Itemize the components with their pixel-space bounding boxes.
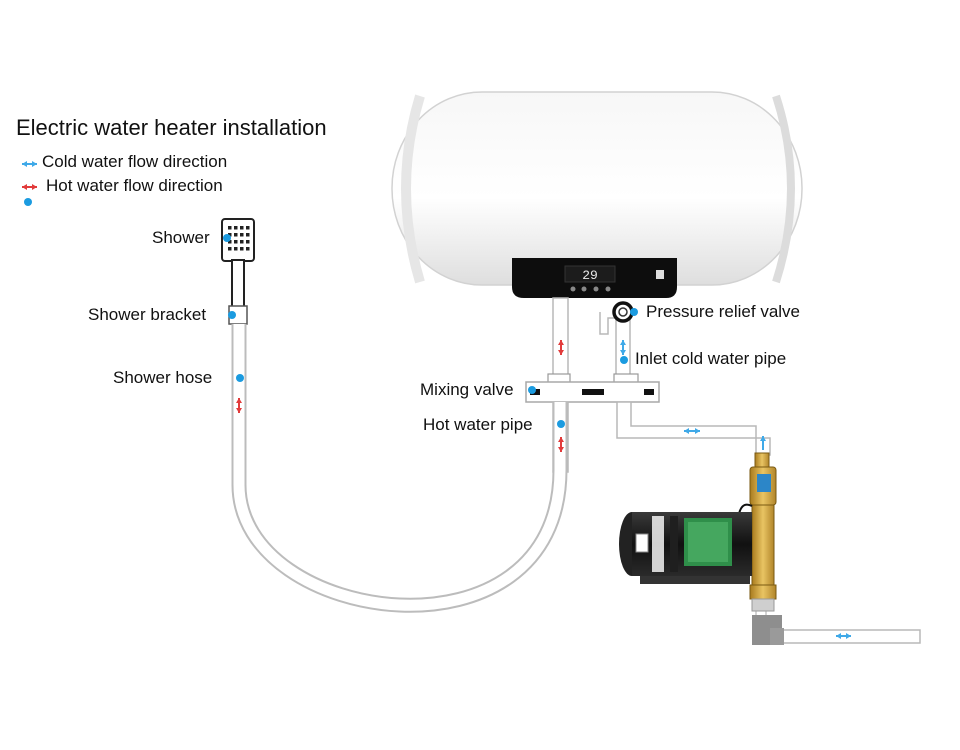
water-heater-tank [391,91,803,286]
diagram-title: Electric water heater installation [16,115,327,140]
mixing-valve [525,373,660,403]
control-panel: 29 [512,258,677,298]
cold-arrow-horizontal [684,428,700,434]
label-inlet-cold-water-pipe: Inlet cold water pipe [635,349,787,368]
marker-shower-hose [236,374,244,382]
label-shower: Shower [152,228,210,247]
label-pressure-relief-valve: Pressure relief valve [646,302,801,321]
legend-hot-symbol [22,184,37,190]
marker-pressure-relief-valve [630,308,638,316]
legend-cold-label: Cold water flow direction [42,152,228,171]
label-mixing-valve: Mixing valve [420,380,514,399]
label-shower-bracket: Shower bracket [88,305,207,324]
cold-arrow-vertical [760,436,766,450]
pressure-relief-valve [612,301,634,323]
legend-dot-symbol [24,198,32,206]
display-reading: 29 [582,268,598,283]
marker-shower [223,234,231,242]
cold-arrow-supply [836,633,851,639]
booster-pump [619,512,752,584]
shower-head [221,218,255,309]
marker-inlet-cold-water-pipe [620,356,628,364]
hot-arrow-pipe [558,437,564,452]
shower-hose [231,324,568,613]
legend-hot-label: Hot water flow direction [46,176,223,195]
label-hot-water-pipe: Hot water pipe [423,415,533,434]
hot-water-outlet-pipe [552,297,569,381]
marker-mixing-valve [528,386,536,394]
marker-hot-water-pipe [557,420,565,428]
label-shower-hose: Shower hose [113,368,213,387]
flow-switch-valve [737,452,777,612]
hot-arrow-hose [236,398,242,413]
elbow-joint [752,615,784,645]
legend-cold-symbol [22,161,37,167]
hot-arrow-outlet [558,340,564,355]
marker-shower-bracket [228,311,236,319]
cold-arrow-inlet [620,340,626,355]
